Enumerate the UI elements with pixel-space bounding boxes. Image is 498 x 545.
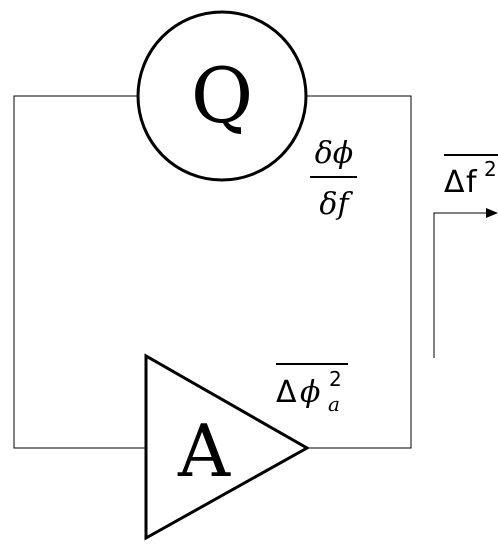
right-wire: [300, 95, 412, 449]
phase-frequency-slope: δϕ δf: [310, 136, 357, 222]
slope-numerator: δϕ: [315, 136, 354, 171]
left-top-wire: [13, 95, 146, 449]
amplifier: A: [144, 353, 311, 541]
slope-denominator: δf: [319, 187, 353, 222]
freq-noise-f: f: [466, 165, 478, 200]
freq-noise-delta: Δ: [444, 165, 465, 200]
resonator: Q: [136, 10, 308, 182]
amplifier-phase-noise: Δ ϕ 2 a: [276, 363, 348, 416]
phase-noise-superscript: 2: [329, 367, 342, 391]
amplifier-triangle: [144, 353, 311, 541]
resonator-label: Q: [191, 51, 253, 140]
phase-noise-phi: ϕ: [300, 375, 320, 410]
freq-noise-superscript: 2: [484, 157, 497, 181]
amplifier-label: A: [177, 409, 231, 493]
output-arrow-head: [486, 208, 498, 218]
phase-noise-delta: Δ: [276, 375, 297, 410]
phase-noise-subscript: a: [328, 392, 340, 416]
resonator-circle: [136, 10, 308, 182]
frequency-noise-output: Δ f 2: [433, 154, 498, 358]
loop-wires: [13, 95, 412, 449]
output-arrow-line: [433, 212, 490, 358]
